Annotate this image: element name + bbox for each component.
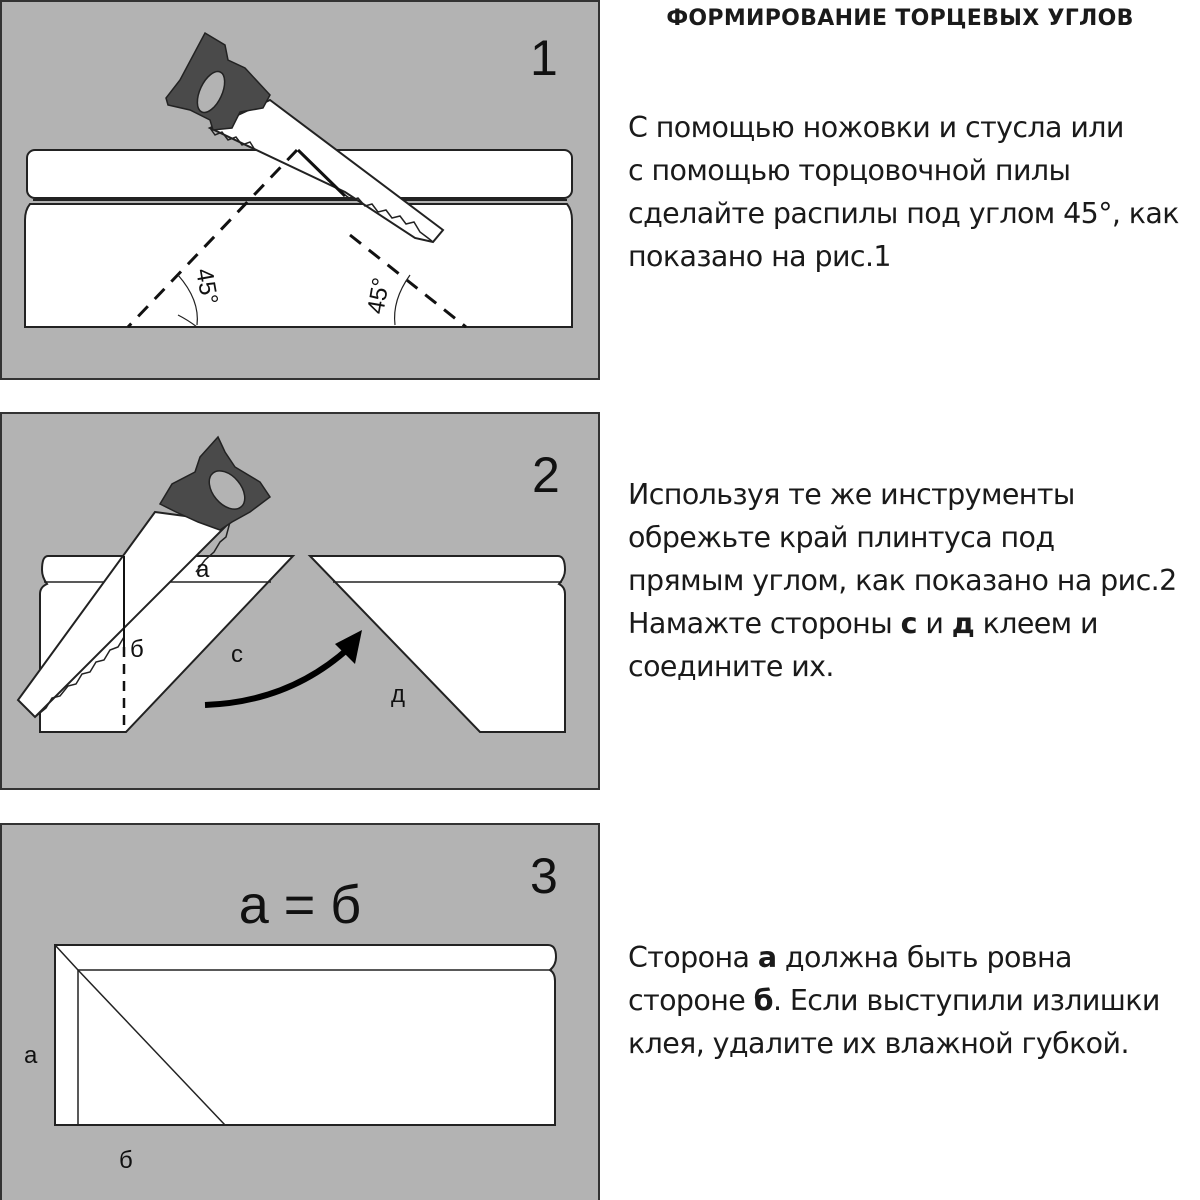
text-line: показано на рис.1 xyxy=(628,240,892,273)
dashed-guide-left xyxy=(126,148,299,329)
rotate-arrow xyxy=(204,644,353,708)
text-line: Используя те же инструменты xyxy=(628,478,1075,511)
label-b: б xyxy=(130,636,144,663)
saw-icon xyxy=(165,31,445,244)
label-c: с xyxy=(231,641,243,668)
label-a: а xyxy=(24,1042,38,1069)
figure-2: 2 а б с д xyxy=(0,412,600,790)
dashed-guide-right xyxy=(349,233,467,329)
step-2-text: Используя те же инструменты обрежьте кра… xyxy=(628,473,1177,688)
step-3-text: Сторона а должна быть ровна стороне б. Е… xyxy=(628,936,1160,1065)
cut-line xyxy=(296,148,347,198)
text-line: прямым углом, как показано на рис.2 xyxy=(628,564,1177,597)
text-line: соедините их. xyxy=(628,650,834,683)
angle-label-left: 45° xyxy=(190,266,223,306)
equation: а = б xyxy=(239,875,362,935)
angle-label-right: 45° xyxy=(362,276,395,316)
label-a: а xyxy=(196,556,210,583)
text-line: С помощью ножовки и стусла или xyxy=(628,111,1124,144)
step-number: 3 xyxy=(530,848,558,904)
text-line: Сторона а должна быть ровна xyxy=(628,941,1072,974)
text-line: клея, удалите их влажной губкой. xyxy=(628,1027,1130,1060)
text-line: стороне б. Если выступили излишки xyxy=(628,984,1160,1017)
joined-baseboard xyxy=(54,944,558,1126)
label-b: б xyxy=(119,1147,133,1174)
page-title: ФОРМИРОВАНИЕ ТОРЦЕВЫХ УГЛОВ xyxy=(666,6,1134,31)
step-number: 2 xyxy=(532,447,560,503)
figure-3: 3 а = б а б xyxy=(0,823,600,1200)
step-number: 1 xyxy=(530,30,558,86)
angle-arc-left xyxy=(177,274,198,326)
text-line: с помощью торцовочной пилы xyxy=(628,154,1071,187)
baseboard-right-piece xyxy=(307,555,567,733)
step-1-text: С помощью ножовки и стусла или с помощью… xyxy=(628,106,1179,278)
label-d: д xyxy=(391,681,405,708)
angle-arc-right xyxy=(393,274,411,326)
arrow-head-icon xyxy=(335,630,362,664)
text-line: обрежьте край плинтуса под xyxy=(628,521,1055,554)
text-line: Намажте стороны с и д клеем и xyxy=(628,607,1099,640)
baseboard xyxy=(24,149,573,328)
figure-1: 1 45° 45° xyxy=(0,0,600,381)
text-line: сделайте распилы под углом 45°, как xyxy=(628,197,1179,230)
